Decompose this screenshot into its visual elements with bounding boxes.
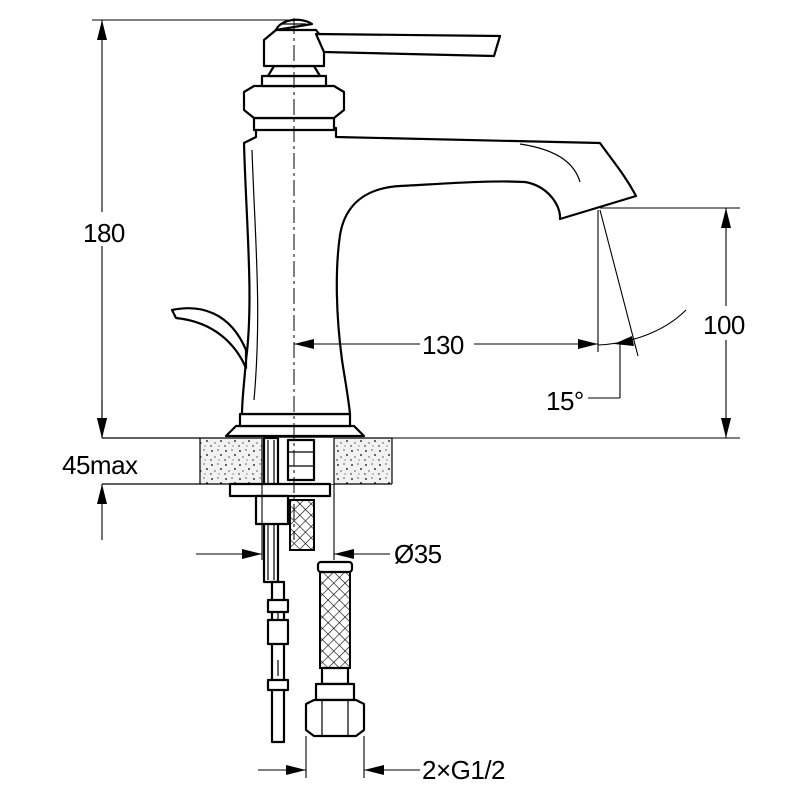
aerator bbox=[559, 195, 637, 220]
dim-deck-thickness-label: 45max bbox=[62, 450, 138, 480]
dim-total-height: 180 bbox=[80, 19, 296, 438]
countertop bbox=[102, 437, 393, 485]
faucet-body bbox=[170, 18, 638, 438]
dim-hole-diameter-label: Ø35 bbox=[394, 539, 442, 569]
dim-spray-angle-label: 15° bbox=[546, 386, 584, 416]
supply-hose bbox=[304, 560, 366, 738]
dim-hole-diameter: Ø35 bbox=[196, 484, 442, 569]
dim-reach-label: 130 bbox=[422, 330, 464, 360]
braided-hose-upper bbox=[289, 499, 315, 551]
spout-highlight bbox=[519, 143, 581, 183]
dim-spray-angle: 15° bbox=[546, 209, 687, 416]
washer-plate bbox=[228, 482, 332, 498]
base-ring bbox=[238, 412, 352, 428]
dim-spout-height: 100 bbox=[392, 207, 752, 439]
dim-connections-label: 2×G1/2 bbox=[422, 755, 505, 785]
mounting-hardware bbox=[228, 436, 332, 744]
dim-total-height-label: 180 bbox=[83, 218, 125, 248]
body-highlight bbox=[251, 149, 259, 401]
popup-lever bbox=[170, 307, 248, 370]
lock-nut bbox=[254, 494, 290, 526]
dim-deck-thickness: 45max bbox=[62, 400, 139, 540]
body-and-spout bbox=[240, 126, 638, 416]
handle-lever bbox=[314, 32, 502, 58]
dim-reach: 130 bbox=[294, 210, 599, 360]
hose-nut bbox=[304, 698, 366, 738]
hose-ferrule bbox=[320, 666, 350, 686]
base-flange bbox=[224, 424, 366, 438]
dim-connections: 2×G1/2 bbox=[258, 736, 506, 785]
braided-hose bbox=[319, 567, 351, 669]
hose-collar bbox=[314, 682, 356, 702]
dim-spout-height-label: 100 bbox=[703, 310, 745, 340]
connector-nut bbox=[286, 438, 316, 482]
